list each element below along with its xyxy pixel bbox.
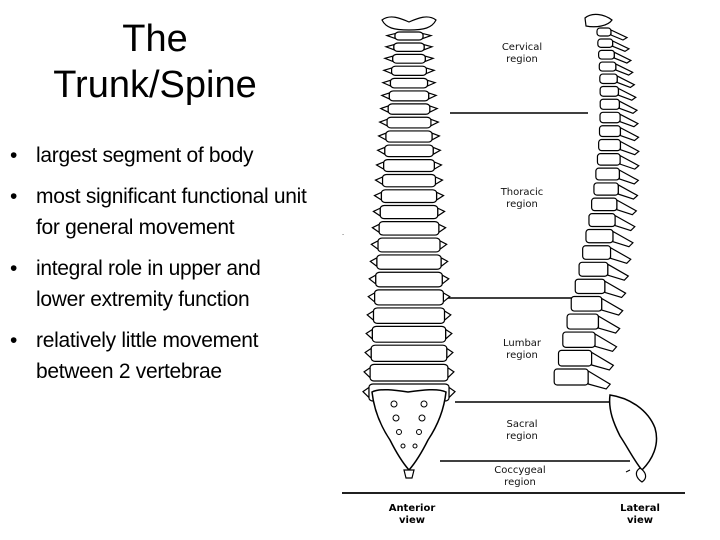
bullet-text: relatively little movement between 2 ver… <box>36 329 259 383</box>
lateral-coccyx <box>635 467 647 483</box>
anterior-sacrum-foramina <box>390 400 428 449</box>
stray-mark: - <box>342 231 344 238</box>
label-anterior-view: Anterior view <box>388 503 436 526</box>
label-cervical-region: Cervical region <box>501 42 543 65</box>
lateral-vertebra <box>598 61 634 76</box>
bullet-dot-icon: • <box>10 144 18 167</box>
anterior-vertebra <box>377 130 441 143</box>
anterior-coccyx <box>403 469 415 479</box>
anterior-vertebra <box>369 254 449 270</box>
spine-illustration: - <box>342 13 685 494</box>
lateral-vertebra <box>574 278 627 299</box>
label-lumbar-region: Lumbar region <box>502 338 542 361</box>
anterior-vertebra <box>376 144 442 158</box>
anterior-vertebra <box>379 103 439 115</box>
lateral-vertebra <box>591 197 638 216</box>
lateral-vertebra <box>595 167 640 185</box>
lateral-vertebra <box>596 27 629 41</box>
lateral-vertebra <box>599 111 640 128</box>
bullet-item: • largest segment of body <box>10 140 310 171</box>
anterior-vertebra <box>366 307 452 324</box>
anterior-vertebra <box>378 116 440 129</box>
lateral-vertebra <box>570 295 624 316</box>
bullet-dot-icon: • <box>10 257 18 280</box>
anterior-vertebra <box>382 65 436 76</box>
lateral-vertebra <box>557 349 615 371</box>
lateral-vertebra <box>599 85 637 101</box>
anterior-vertebra <box>373 189 445 204</box>
anterior-vertebra <box>381 77 437 89</box>
anterior-vertebra <box>375 159 443 173</box>
label-coccygeal-region: Coccygeal region <box>494 465 546 488</box>
label-lateral-view: Lateral view <box>620 503 660 526</box>
bullet-item: • most significant functional unit for ge… <box>10 181 310 243</box>
anterior-vertebra <box>372 204 446 220</box>
lateral-atlas <box>584 13 613 28</box>
bullet-dot-icon: • <box>10 185 18 208</box>
label-thoracic-region: Thoracic region <box>500 187 544 210</box>
lateral-vertebra <box>585 228 634 248</box>
bullet-list: • largest segment of body • most significa… <box>10 140 310 397</box>
anterior-vertebra <box>380 90 438 102</box>
lateral-vertebra <box>598 138 640 156</box>
anterior-vertebra <box>383 42 435 52</box>
lateral-spine-drawing <box>553 13 640 390</box>
lateral-vertebra <box>598 125 640 142</box>
label-sacral-region: Sacral region <box>506 419 538 442</box>
lateral-vertebra <box>562 331 618 353</box>
anterior-vertebra <box>365 325 453 343</box>
anterior-vertebra <box>363 363 455 382</box>
lateral-vertebra <box>598 49 633 64</box>
lateral-sacrum <box>608 394 658 472</box>
lateral-vertebra <box>582 245 632 264</box>
anterior-vertebra <box>364 344 454 362</box>
slide-title: The Trunk/Spine <box>20 16 290 108</box>
anterior-atlas <box>381 16 437 31</box>
anterior-vertebra <box>384 31 434 41</box>
lateral-vertebra <box>599 73 636 89</box>
anterior-vertebra <box>370 237 448 253</box>
anterior-vertebra <box>368 271 450 288</box>
spine-figure: - Cervical region Thoracic region Lumbar… <box>330 0 720 540</box>
bullet-item: • relatively little movement between 2 ve… <box>10 325 310 387</box>
lateral-vertebra <box>553 368 612 390</box>
bullet-text: largest segment of body <box>36 144 254 167</box>
bullet-item: • integral role in upper and lower extrem… <box>10 253 310 315</box>
bullet-text: integral role in upper and lower extremi… <box>36 257 261 311</box>
anterior-vertebra <box>371 221 447 236</box>
lateral-vertebra <box>588 213 636 232</box>
anterior-vertebra <box>367 289 451 306</box>
lateral-vertebra <box>599 98 639 114</box>
lateral-vertebra <box>578 261 630 281</box>
anterior-spine-drawing <box>362 16 456 402</box>
anterior-vertebra <box>383 53 435 64</box>
title-line-2: Trunk/Spine <box>53 64 257 106</box>
title-line-1: The <box>122 18 188 60</box>
bullet-dot-icon: • <box>10 329 18 352</box>
bullet-text: most significant functional unit for gen… <box>36 185 307 239</box>
anterior-sacrum <box>371 388 447 472</box>
lateral-vertebra <box>566 313 621 334</box>
lateral-vertebra <box>593 182 639 200</box>
lateral-vertebra <box>597 38 631 53</box>
anterior-vertebra <box>374 173 444 188</box>
lateral-vertebra <box>596 153 640 170</box>
